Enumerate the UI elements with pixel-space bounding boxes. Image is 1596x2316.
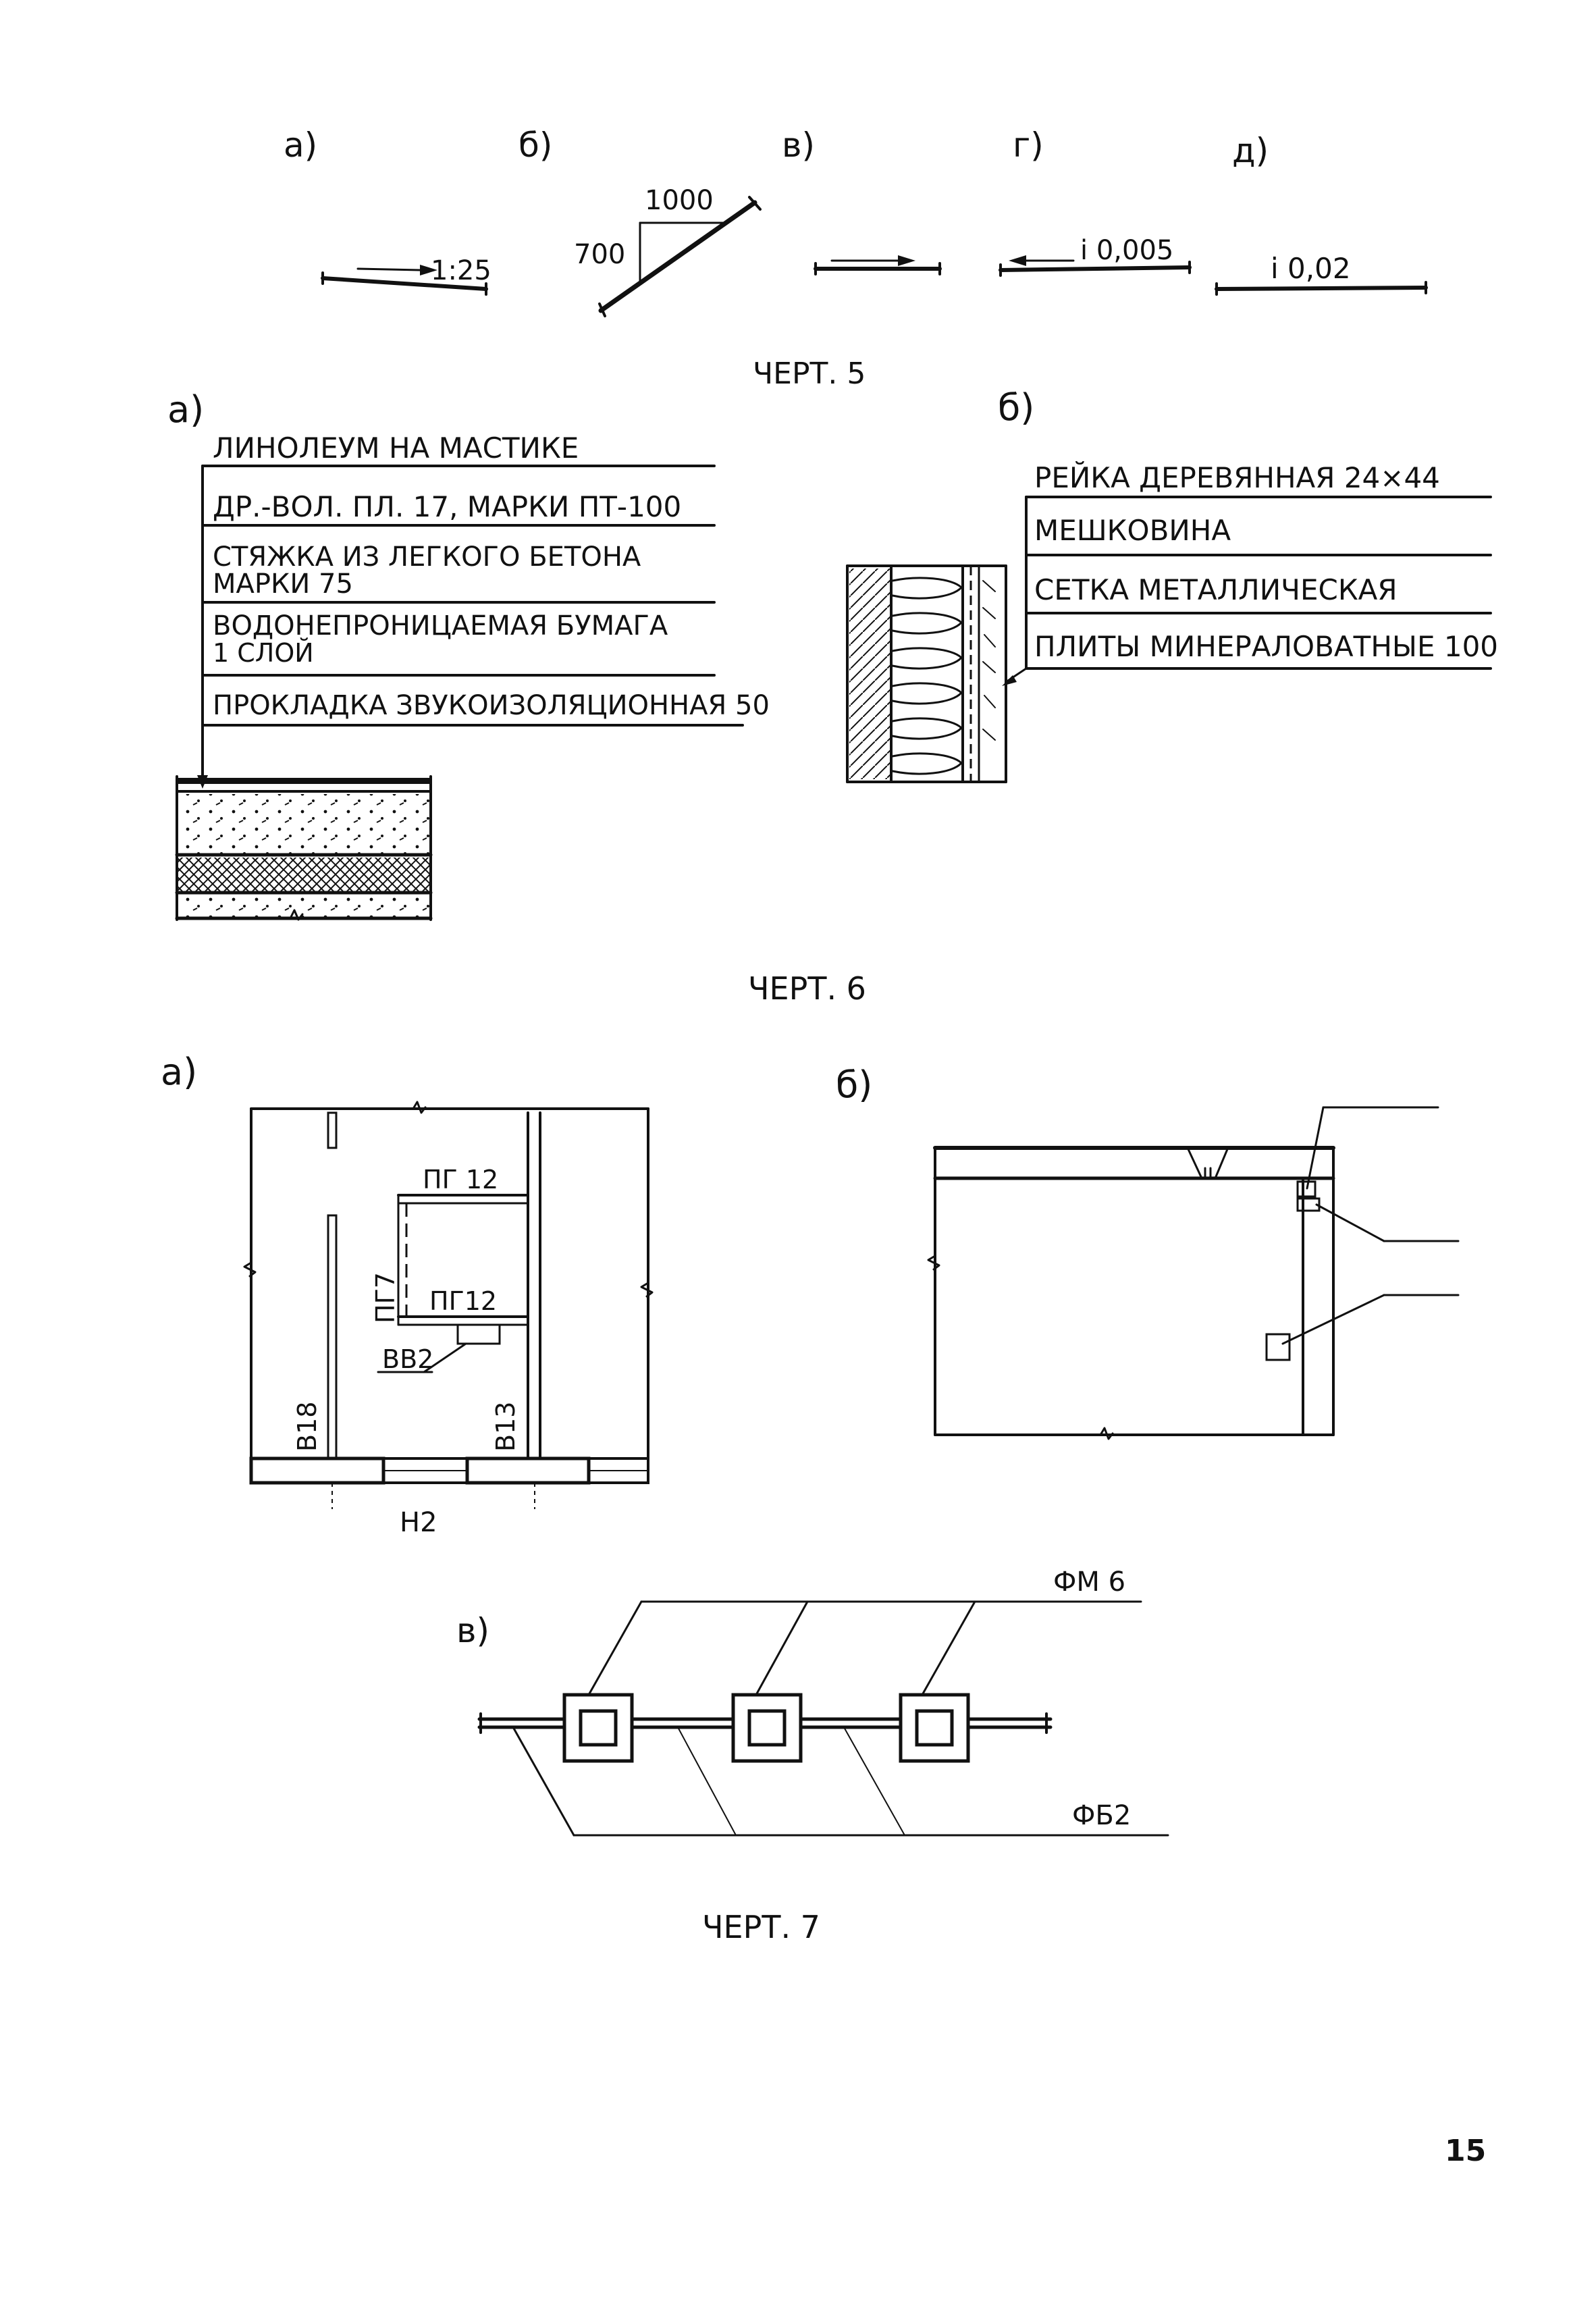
fig5-a-ratio: 1:25 [431, 255, 491, 286]
fig6-a-section [175, 775, 433, 921]
arrow-icon [1009, 255, 1026, 266]
fig7-label-v: в) [456, 1611, 489, 1650]
fig5-label-g: г) [1013, 126, 1044, 165]
fig6-a-layer-1: ЛИНОЛЕУМ НА МАСТИКЕ [213, 431, 579, 465]
fig7: а) б) [161, 1051, 1460, 1945]
fig7-v-plan: ФМ 6 ФБ2 [477, 1567, 1169, 1837]
fig5-v-slope [814, 255, 942, 275]
fig6-b-callout: РЕЙКА ДЕРЕВЯННАЯ 24×44 МЕШКОВИНА СЕТКА М… [1002, 460, 1498, 686]
fig5-label-b: б) [518, 126, 552, 165]
fig6-label-a: а) [167, 388, 204, 431]
fig6-a-layer-4b: 1 СЛОЙ [213, 638, 314, 668]
fig5-b-run: 1000 [645, 185, 714, 216]
fig6: а) б) ЛИНОЛЕУМ НА МАСТИКЕ ДР.-ВОЛ. ПЛ. 1… [167, 386, 1498, 1007]
fig5-label-a: а) [284, 126, 317, 165]
fig7-a-plan: ПГ 12 ПГ7 ПГ12 ВВ2 В18 В13 Н2 [243, 1101, 654, 1538]
mark-pg12-bottom: ПГ12 [429, 1286, 497, 1316]
fig5-label-v: в) [782, 126, 815, 165]
fig6-a-layer-2: ДР.-ВОЛ. ПЛ. 17, МАРКИ ПТ-100 [213, 490, 681, 523]
fig6-b-layer-1: РЕЙКА ДЕРЕВЯННАЯ 24×44 [1034, 460, 1440, 494]
page-number: 15 [1445, 2134, 1486, 2168]
fig7-label-a: а) [161, 1051, 197, 1093]
arrow-icon [898, 255, 915, 266]
fig5-b-slope: 1000 700 [574, 185, 762, 317]
fig6-a-layer-3b: МАРКИ 75 [213, 569, 353, 600]
fig5-a-slope: 1:25 [321, 255, 491, 296]
fig5-label-d: д) [1232, 131, 1269, 170]
fig6-a-layer-4: ВОДОНЕПРОНИЦАЕМАЯ БУМАГА [213, 610, 668, 641]
fig6-b-layer-4: ПЛИТЫ МИНЕРАЛОВАТНЫЕ 100 [1034, 630, 1498, 663]
fig6-b-layer-3: СЕТКА МЕТАЛЛИЧЕСКАЯ [1034, 573, 1398, 606]
fig7-v-fm6: ФМ 6 [1053, 1567, 1125, 1598]
mark-pg7: ПГ7 [371, 1272, 400, 1323]
fig6-a-layer-5: ПРОКЛАДКА ЗВУКОИЗОЛЯЦИОННАЯ 50 [213, 690, 770, 721]
fig5-d-slope: i 0,02 [1215, 252, 1428, 296]
fig5-g-slope: i 0,005 [999, 235, 1192, 277]
mark-pg12-top: ПГ 12 [423, 1165, 498, 1194]
mark-n2: Н2 [400, 1507, 437, 1538]
fig5-g-slope-text: i 0,005 [1080, 235, 1173, 266]
fig5-d-slope-text: i 0,02 [1271, 252, 1351, 285]
fig6-b-layer-2: МЕШКОВИНА [1034, 514, 1231, 547]
fig5-b-rise: 700 [574, 239, 625, 270]
fig6-caption: ЧЕРТ. 6 [748, 970, 866, 1007]
fig6-a-callout: ЛИНОЛЕУМ НА МАСТИКЕ ДР.-ВОЛ. ПЛ. 17, МАР… [197, 431, 770, 789]
mark-v18: В18 [292, 1402, 322, 1452]
fig5-caption: ЧЕРТ. 5 [753, 357, 866, 391]
fig7-label-b: б) [836, 1063, 872, 1106]
mark-vv2: ВВ2 [382, 1344, 433, 1374]
fig6-label-b: б) [998, 386, 1034, 429]
fig7-b-section [927, 1106, 1460, 1440]
mark-v13: В13 [491, 1402, 521, 1452]
arrow-icon [420, 265, 437, 275]
fig7-caption: ЧЕРТ. 7 [702, 1909, 820, 1945]
fig6-a-layer-3: СТЯЖКА ИЗ ЛЕГКОГО БЕТОНА [213, 542, 641, 573]
fig5: а) б) в) г) д) 1:25 1000 700 [284, 126, 1428, 391]
fig7-v-fb2: ФБ2 [1072, 1800, 1131, 1831]
fig6-b-section [846, 564, 1007, 783]
leader-arrow-icon [1002, 675, 1017, 686]
